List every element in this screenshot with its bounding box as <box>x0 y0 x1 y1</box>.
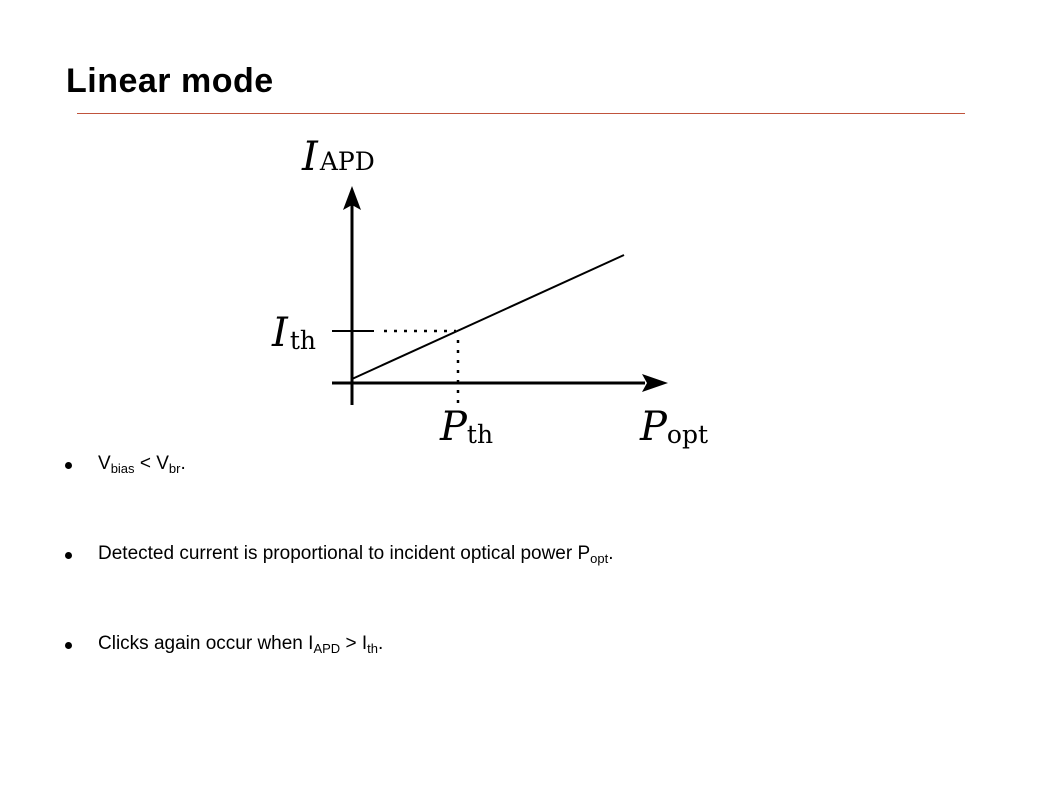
y-axis-arrowhead <box>343 186 361 210</box>
bullet-dot <box>65 642 72 649</box>
threshold-power-label: Pth <box>439 404 493 450</box>
x-axis-label: Popt <box>639 404 708 450</box>
title-divider <box>77 113 965 114</box>
bullet-dot <box>65 462 72 469</box>
linear-response-line <box>351 254 625 380</box>
bullet-dot <box>65 552 72 559</box>
bullet-proportional-current: Detected current is proportional to inci… <box>64 542 964 566</box>
bullet-clicks-threshold: Clicks again occur when IAPD > Ith. <box>64 632 964 656</box>
bullet-bias-voltage: Vbias < Vbr. <box>64 452 964 476</box>
slide-title: Linear mode <box>66 62 274 100</box>
threshold-current-label: Ith <box>271 310 316 356</box>
bullet-list: Vbias < Vbr. Detected current is proport… <box>64 452 964 656</box>
x-axis-arrowhead <box>642 374 668 392</box>
y-axis-label: IAPD <box>301 134 375 180</box>
